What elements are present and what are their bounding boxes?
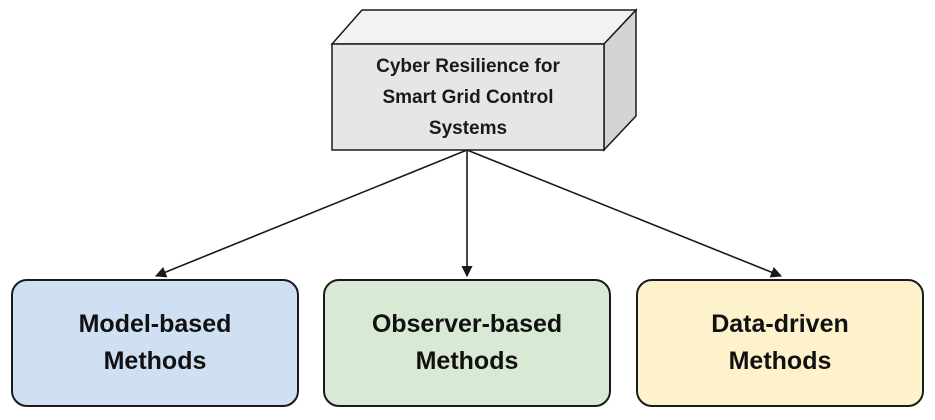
root-label-line-2: Smart Grid Control (382, 86, 554, 108)
data-driven-label-line-1: Data-driven (711, 310, 849, 338)
root-node-label: Cyber Resilience for Smart Grid Control … (332, 44, 604, 150)
data-driven-methods-box: Data-driven Methods (636, 279, 924, 407)
root-box-3d (330, 8, 638, 152)
arrow-to-data-driven (466, 149, 783, 278)
observer-based-label-line-1: Observer-based (371, 310, 563, 338)
root-label-line-3: Systems (428, 117, 508, 139)
data-driven-label-line-2: Methods (728, 347, 832, 375)
root-box-front-face (331, 43, 605, 151)
model-based-label-line-2: Methods (103, 347, 207, 375)
model-based-label-line-1: Model-based (78, 310, 232, 338)
root-label-line-1: Cyber Resilience for (376, 55, 560, 77)
root-box-top-face (330, 9, 638, 45)
arrow-to-model-based (154, 149, 468, 278)
observer-based-methods-box: Observer-based Methods (323, 279, 611, 407)
model-based-methods-box: Model-based Methods (11, 279, 299, 407)
observer-based-label-line-2: Methods (415, 347, 519, 375)
